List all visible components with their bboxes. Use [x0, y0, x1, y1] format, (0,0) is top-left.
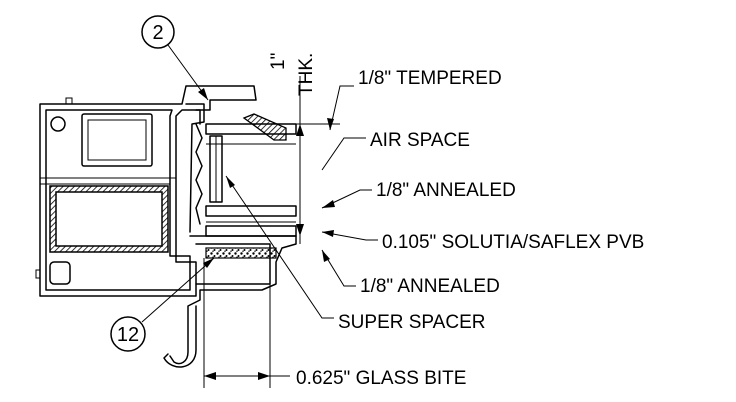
callout-12-number: 12	[117, 324, 139, 346]
leader-tempered	[327, 85, 354, 131]
steel-reinforcement	[49, 185, 169, 253]
label-air-space: AIR SPACE	[370, 130, 470, 151]
label-annealed-1: 1/8" ANNEALED	[376, 180, 516, 201]
top-glazing-gasket	[242, 113, 287, 141]
callout-12	[110, 257, 215, 352]
glass-unit	[205, 123, 297, 237]
glass-bite-dimension	[203, 258, 290, 388]
leader-annealed-2	[321, 249, 356, 287]
annealed-lite-top	[205, 205, 297, 217]
leader-spacer	[225, 175, 334, 319]
label-tempered: 1/8" TEMPERED	[358, 68, 502, 89]
leader-annealed-1	[321, 189, 372, 209]
label-annealed-2: 1/8" ANNEALED	[360, 276, 500, 297]
callout-2	[141, 15, 209, 101]
label-spacer: SUPER SPACER	[338, 312, 485, 333]
leader-pvb	[321, 230, 378, 241]
leader-air-space	[321, 137, 366, 171]
callout-2-number: 2	[152, 22, 163, 44]
label-pvb: 0.105" SOLUTIA/SAFLEX PVB	[382, 232, 644, 253]
setting-block	[205, 247, 277, 259]
tempered-lite	[205, 123, 297, 135]
thickness-dimension	[296, 76, 340, 244]
thickness-value: 1"	[268, 53, 289, 70]
annealed-lite-bottom	[205, 225, 297, 237]
glazing-stop-top	[185, 103, 205, 233]
label-glass-bite: 0.625" GLASS BITE	[296, 368, 466, 389]
thickness-unit: THK.	[296, 53, 317, 96]
